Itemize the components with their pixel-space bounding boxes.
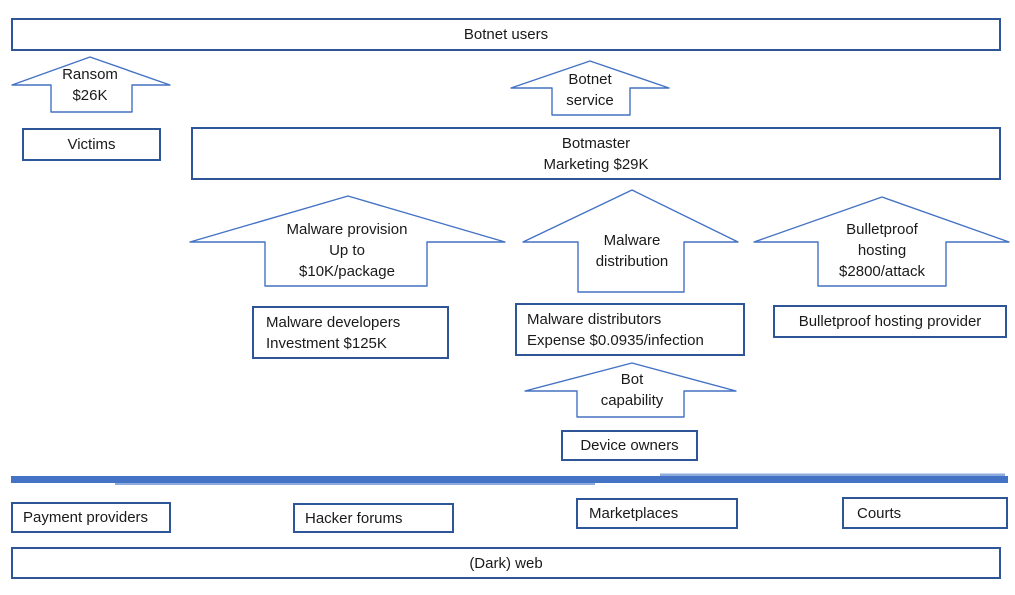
device-owners-label: Device owners <box>580 437 679 454</box>
ransom-arrow-label: Ransom $26K <box>20 64 160 106</box>
malware-distribution-arrow <box>522 189 739 293</box>
botnet-users-label: Botnet users <box>463 26 549 43</box>
botnet-service-arrow-label: Botnet service <box>520 69 660 111</box>
botnet-service-arrow-label-line2: service <box>566 92 614 109</box>
malware-provision-arrow-label-line1: Malware provision <box>286 221 408 238</box>
malware-distribution-arrow-label-line2: distribution <box>595 253 669 270</box>
malware-distributors-label-line2: Expense $0.0935/infection <box>527 331 704 349</box>
dark-web-label: (Dark) web <box>469 554 543 572</box>
ransom-arrow-label-line1: Ransom <box>62 66 118 83</box>
botmaster-label-line2: Marketing $29K <box>543 155 649 173</box>
box-bulletproof-hosting-provider: Bulletproof hosting provider <box>773 305 1007 338</box>
malware-provision-arrow-label: Malware provision Up to $10K/package <box>247 219 447 282</box>
box-botnet-users: Botnet users <box>11 18 1001 51</box>
malware-distribution-arrow-label-line1: Malware <box>603 232 661 249</box>
bot-capability-arrow-label-line1: Bot <box>620 371 644 388</box>
malware-provision-arrow <box>189 195 506 287</box>
malware-developers-label-line1: Malware developers <box>266 313 401 331</box>
bulletproof-hosting-arrow <box>753 196 1010 287</box>
box-dark-web: (Dark) web <box>11 547 1001 579</box>
box-courts: Courts <box>842 497 1008 529</box>
bot-capability-arrow-label: Bot capability <box>562 369 702 411</box>
botmaster-label-line1: Botmaster <box>561 134 631 152</box>
malware-provision-arrow-label-line2: Up to <box>329 242 365 259</box>
bulletproof-hosting-arrow-label-line2: hosting <box>857 242 907 259</box>
bulletproof-hosting-provider-label: Bulletproof hosting provider <box>798 313 982 330</box>
bot-capability-arrow <box>524 362 737 418</box>
box-marketplaces: Marketplaces <box>576 498 738 529</box>
box-hacker-forums: Hacker forums <box>293 503 454 533</box>
box-malware-developers: Malware developers Investment $125K <box>252 306 449 359</box>
box-malware-distributors: Malware distributors Expense $0.0935/inf… <box>515 303 745 356</box>
hacker-forums-label: Hacker forums <box>305 509 403 527</box>
ransom-arrow <box>11 56 171 113</box>
bulletproof-hosting-arrow-label: Bulletproof hosting $2800/attack <box>802 219 962 282</box>
botnet-service-arrow-label-line1: Botnet <box>568 71 612 88</box>
malware-distributors-label-line1: Malware distributors <box>527 310 662 328</box>
botnet-service-arrow <box>510 60 670 116</box>
courts-label: Courts <box>857 504 902 522</box>
ransom-arrow-label-line2: $26K <box>72 87 108 104</box>
payment-providers-label: Payment providers <box>23 509 149 526</box>
box-botmaster: Botmaster Marketing $29K <box>191 127 1001 180</box>
box-payment-providers: Payment providers <box>11 502 171 533</box>
bulletproof-hosting-arrow-label-line1: Bulletproof <box>846 221 918 238</box>
victims-label: Victims <box>67 136 116 153</box>
dark-web-divider <box>11 473 1008 485</box>
malware-provision-arrow-label-line3: $10K/package <box>299 263 395 280</box>
box-victims: Victims <box>22 128 161 161</box>
malware-distribution-arrow-label: Malware distribution <box>562 230 702 272</box>
bulletproof-hosting-arrow-label-line3: $2800/attack <box>839 263 925 280</box>
malware-developers-label-line2: Investment $125K <box>266 334 387 352</box>
marketplaces-label: Marketplaces <box>589 505 679 522</box>
box-device-owners: Device owners <box>561 430 698 461</box>
bot-capability-arrow-label-line2: capability <box>600 392 664 409</box>
